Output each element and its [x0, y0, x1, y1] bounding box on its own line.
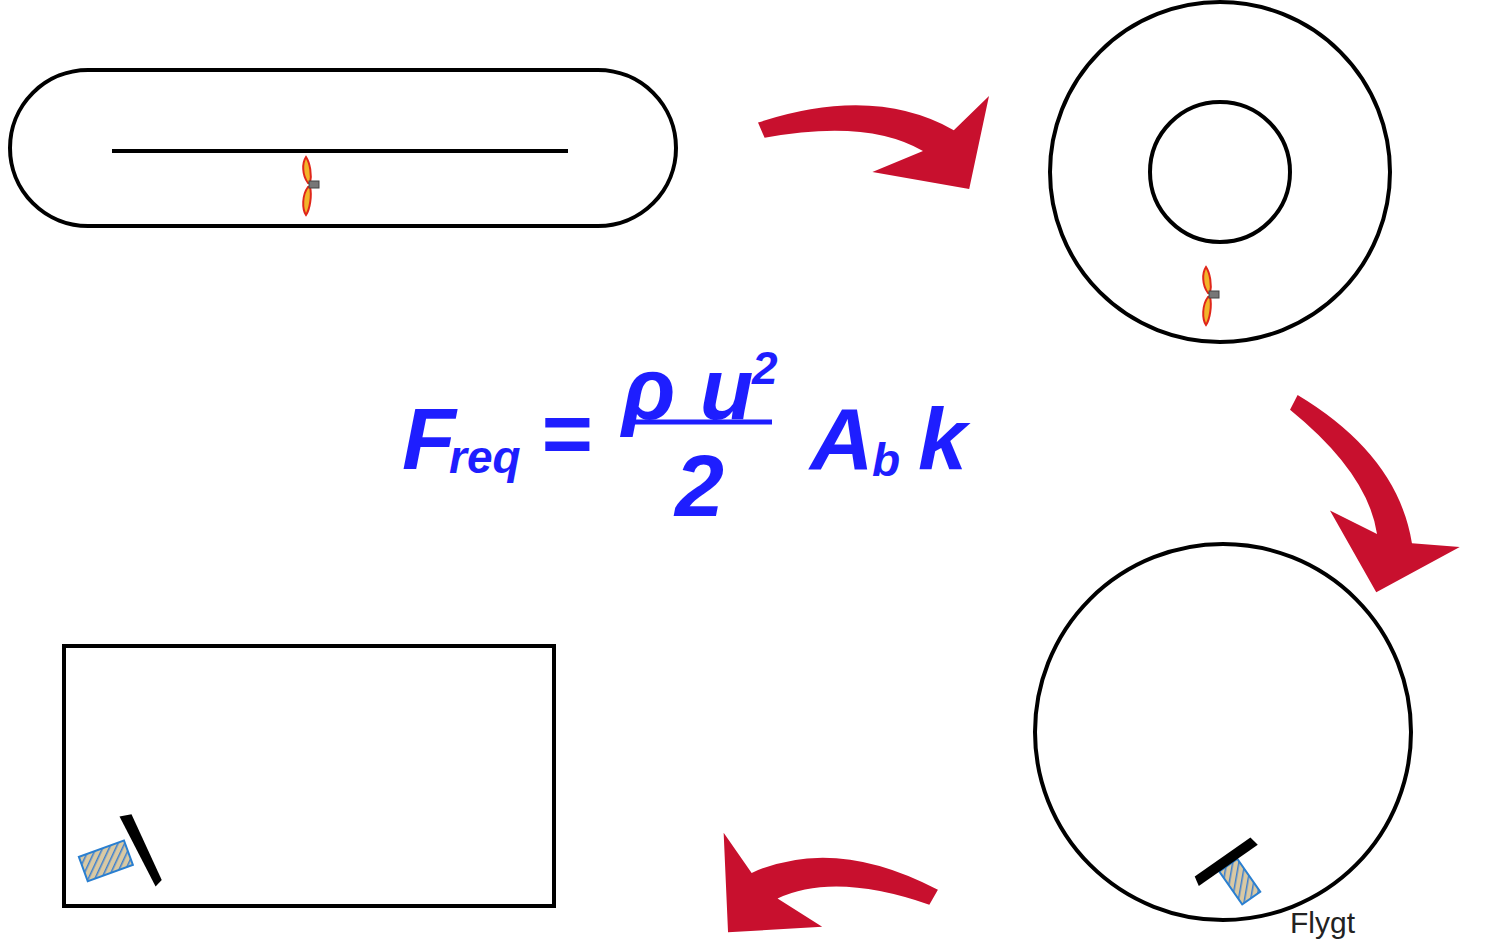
- mixer: [1193, 836, 1281, 918]
- formula-subscript: req: [449, 434, 521, 480]
- sequence-arrow: [758, 96, 989, 189]
- mixer: [71, 810, 163, 907]
- formula-symbol: A: [810, 395, 874, 483]
- formula-subscript: b: [872, 437, 900, 483]
- divider-wall: [112, 149, 568, 153]
- formula-symbol: F: [402, 395, 456, 483]
- sequence-arrow: [1247, 378, 1460, 607]
- rectangular-tank: [64, 646, 554, 906]
- round-tank: [1035, 544, 1411, 920]
- racetrack-tank: [10, 70, 676, 226]
- brand-label: Flygt: [1290, 908, 1355, 938]
- sequence-arrow: [709, 833, 942, 952]
- formula-exponent: 2: [752, 345, 778, 391]
- formula-symbol: k: [918, 395, 967, 483]
- inner-wall: [1150, 102, 1290, 242]
- propeller: [1203, 267, 1219, 325]
- formula-numerator: ρ u: [622, 345, 753, 433]
- annular-tank: [1050, 2, 1390, 342]
- formula-operator: =: [540, 389, 591, 477]
- propeller: [303, 157, 319, 215]
- formula-denominator: 2: [675, 442, 724, 530]
